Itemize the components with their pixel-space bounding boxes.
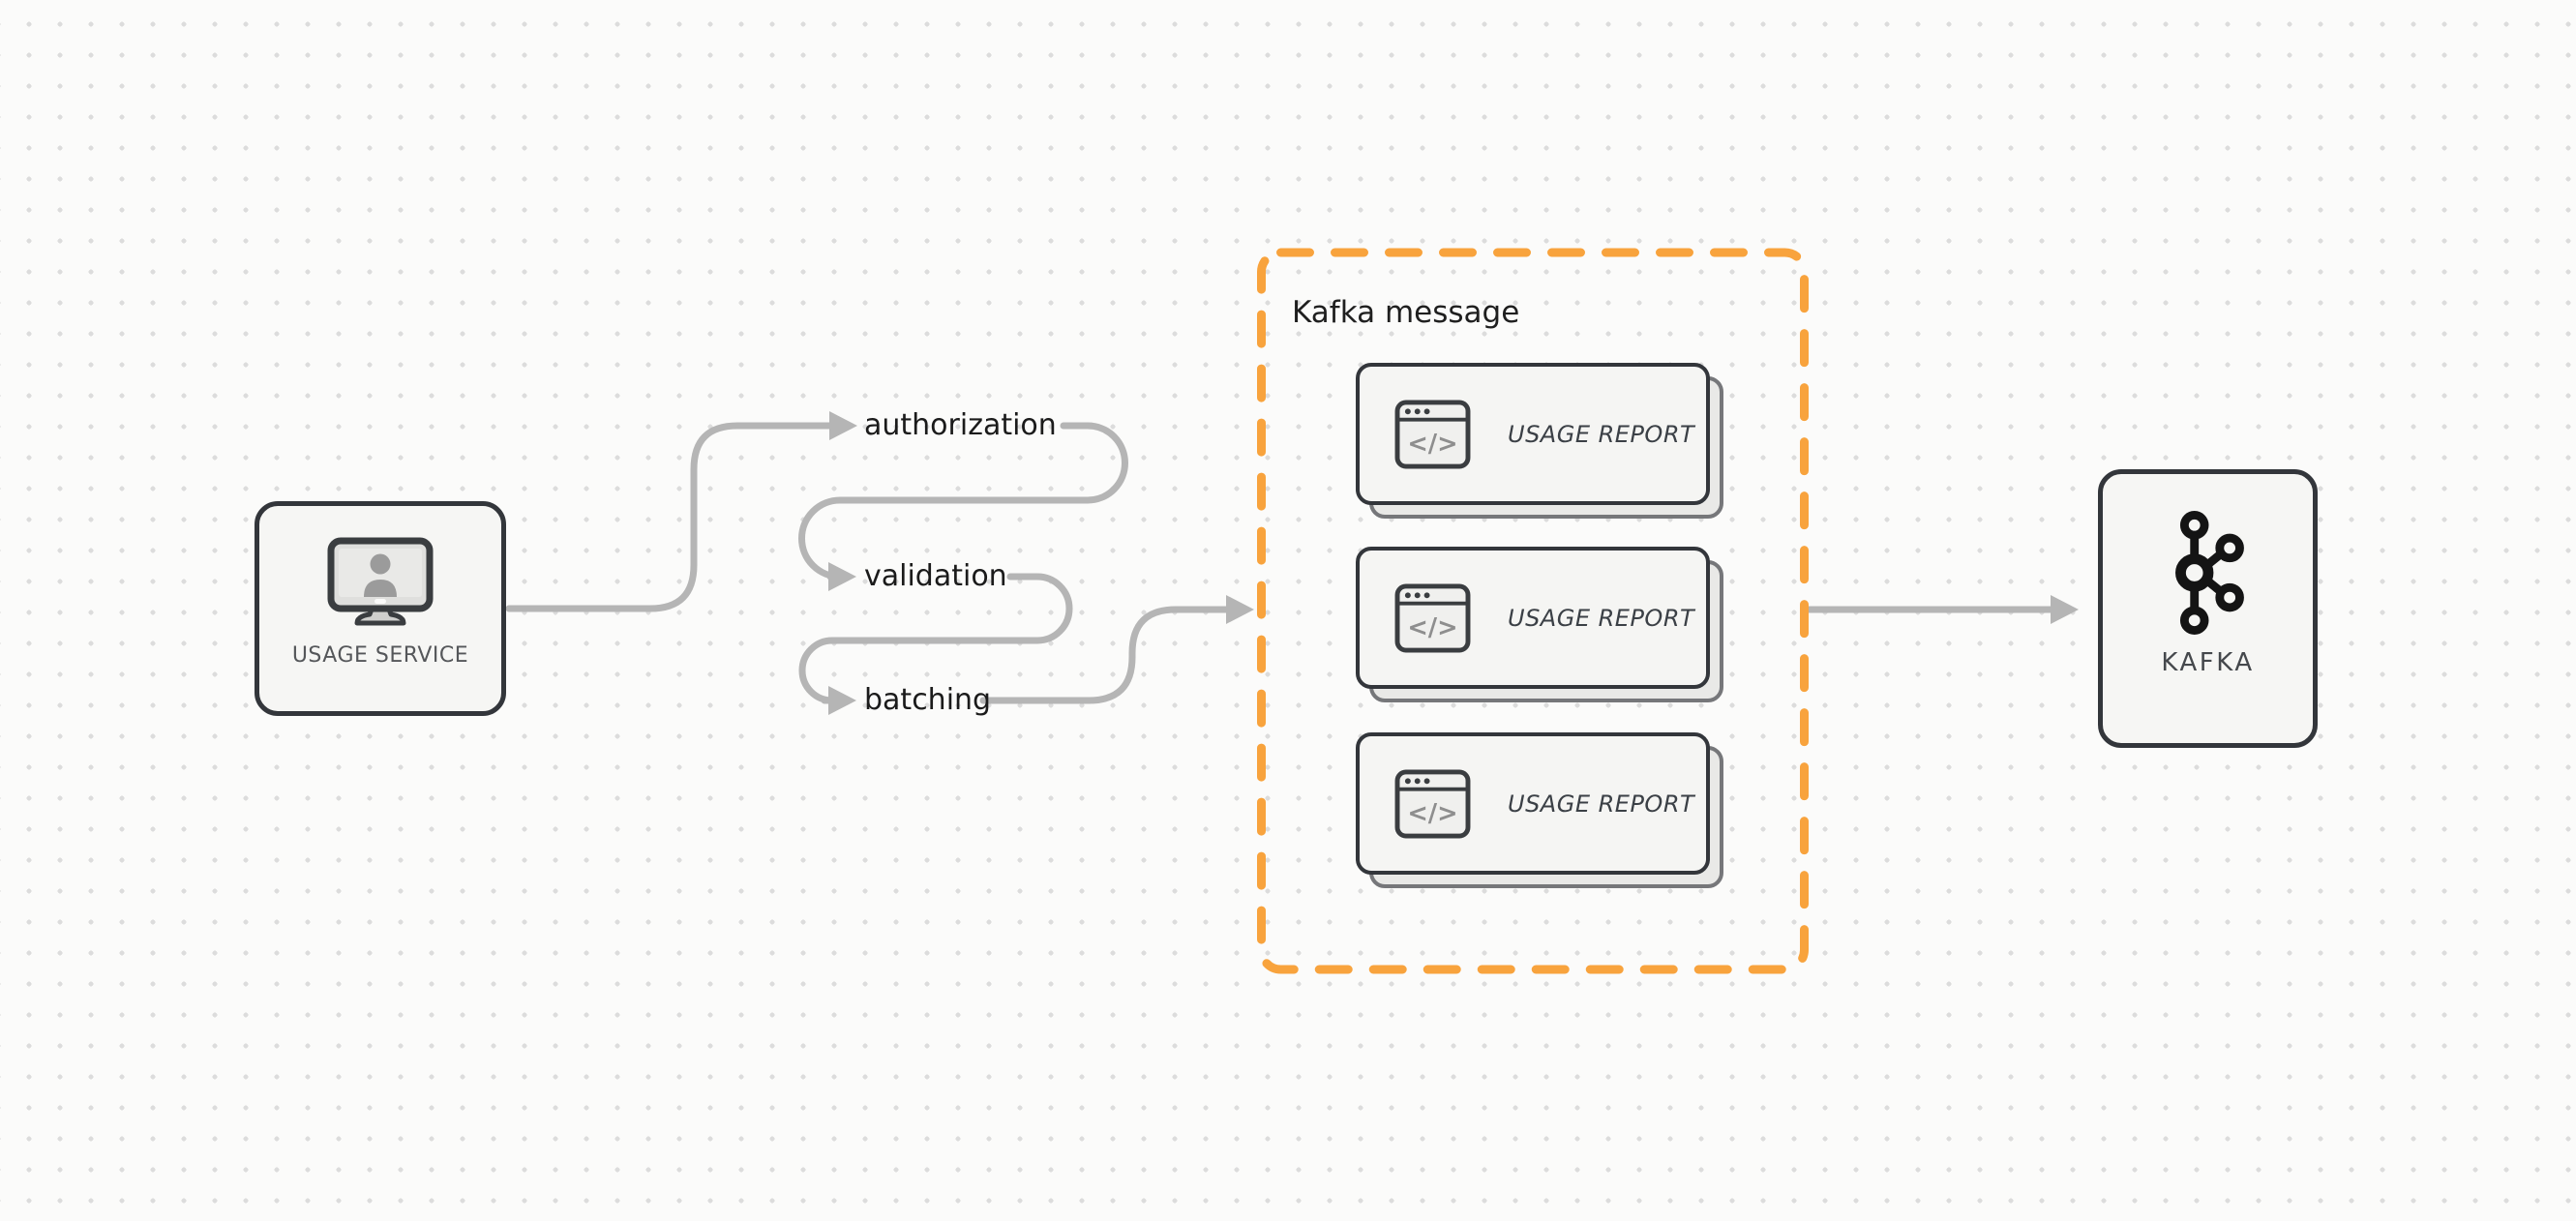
usage-report-label: USAGE REPORT: [1508, 789, 1695, 818]
code-glyph: </>: [1407, 613, 1457, 642]
code-window-icon: </>: [1394, 768, 1471, 839]
code-glyph: </>: [1407, 430, 1457, 459]
kafka-message-group-border: [1257, 248, 1809, 974]
kafka-node: KAFKA: [2098, 469, 2318, 748]
arrow-batching-to-group: [979, 606, 1230, 704]
monitor-user-icon: [327, 537, 434, 626]
arrowhead-authorization-icon: [829, 411, 857, 440]
usage-report-label: USAGE REPORT: [1508, 420, 1695, 448]
arrow-validation-to-batching: [798, 573, 1073, 704]
usage-report-card: </> USAGE REPORT: [1356, 732, 1723, 888]
arrow-usage-to-authorization: [505, 422, 833, 612]
code-glyph: </>: [1407, 799, 1457, 828]
usage-report-card: </> USAGE REPORT: [1356, 363, 1723, 519]
usage-service-label: USAGE SERVICE: [291, 643, 469, 668]
step-label-authorization: authorization: [864, 408, 1057, 442]
step-label-validation: validation: [864, 559, 1007, 593]
arrowhead-group-icon: [1226, 595, 1254, 624]
usage-service-node: USAGE SERVICE: [255, 501, 506, 716]
usage-report-label: USAGE REPORT: [1508, 604, 1695, 632]
arrowhead-validation-icon: [828, 562, 856, 591]
code-window-icon: </>: [1394, 582, 1471, 653]
kafka-logo-icon: [2175, 511, 2244, 635]
code-window-icon: </>: [1394, 399, 1471, 469]
kafka-message-group-title: Kafka message: [1292, 295, 1520, 330]
arrowhead-batching-icon: [828, 686, 856, 715]
usage-report-card: </> USAGE REPORT: [1356, 547, 1723, 702]
arrowhead-kafka-icon: [2051, 595, 2079, 624]
step-label-batching: batching: [864, 683, 992, 717]
arrow-authorization-to-validation: [798, 422, 1128, 581]
kafka-label: KAFKA: [2161, 648, 2255, 677]
